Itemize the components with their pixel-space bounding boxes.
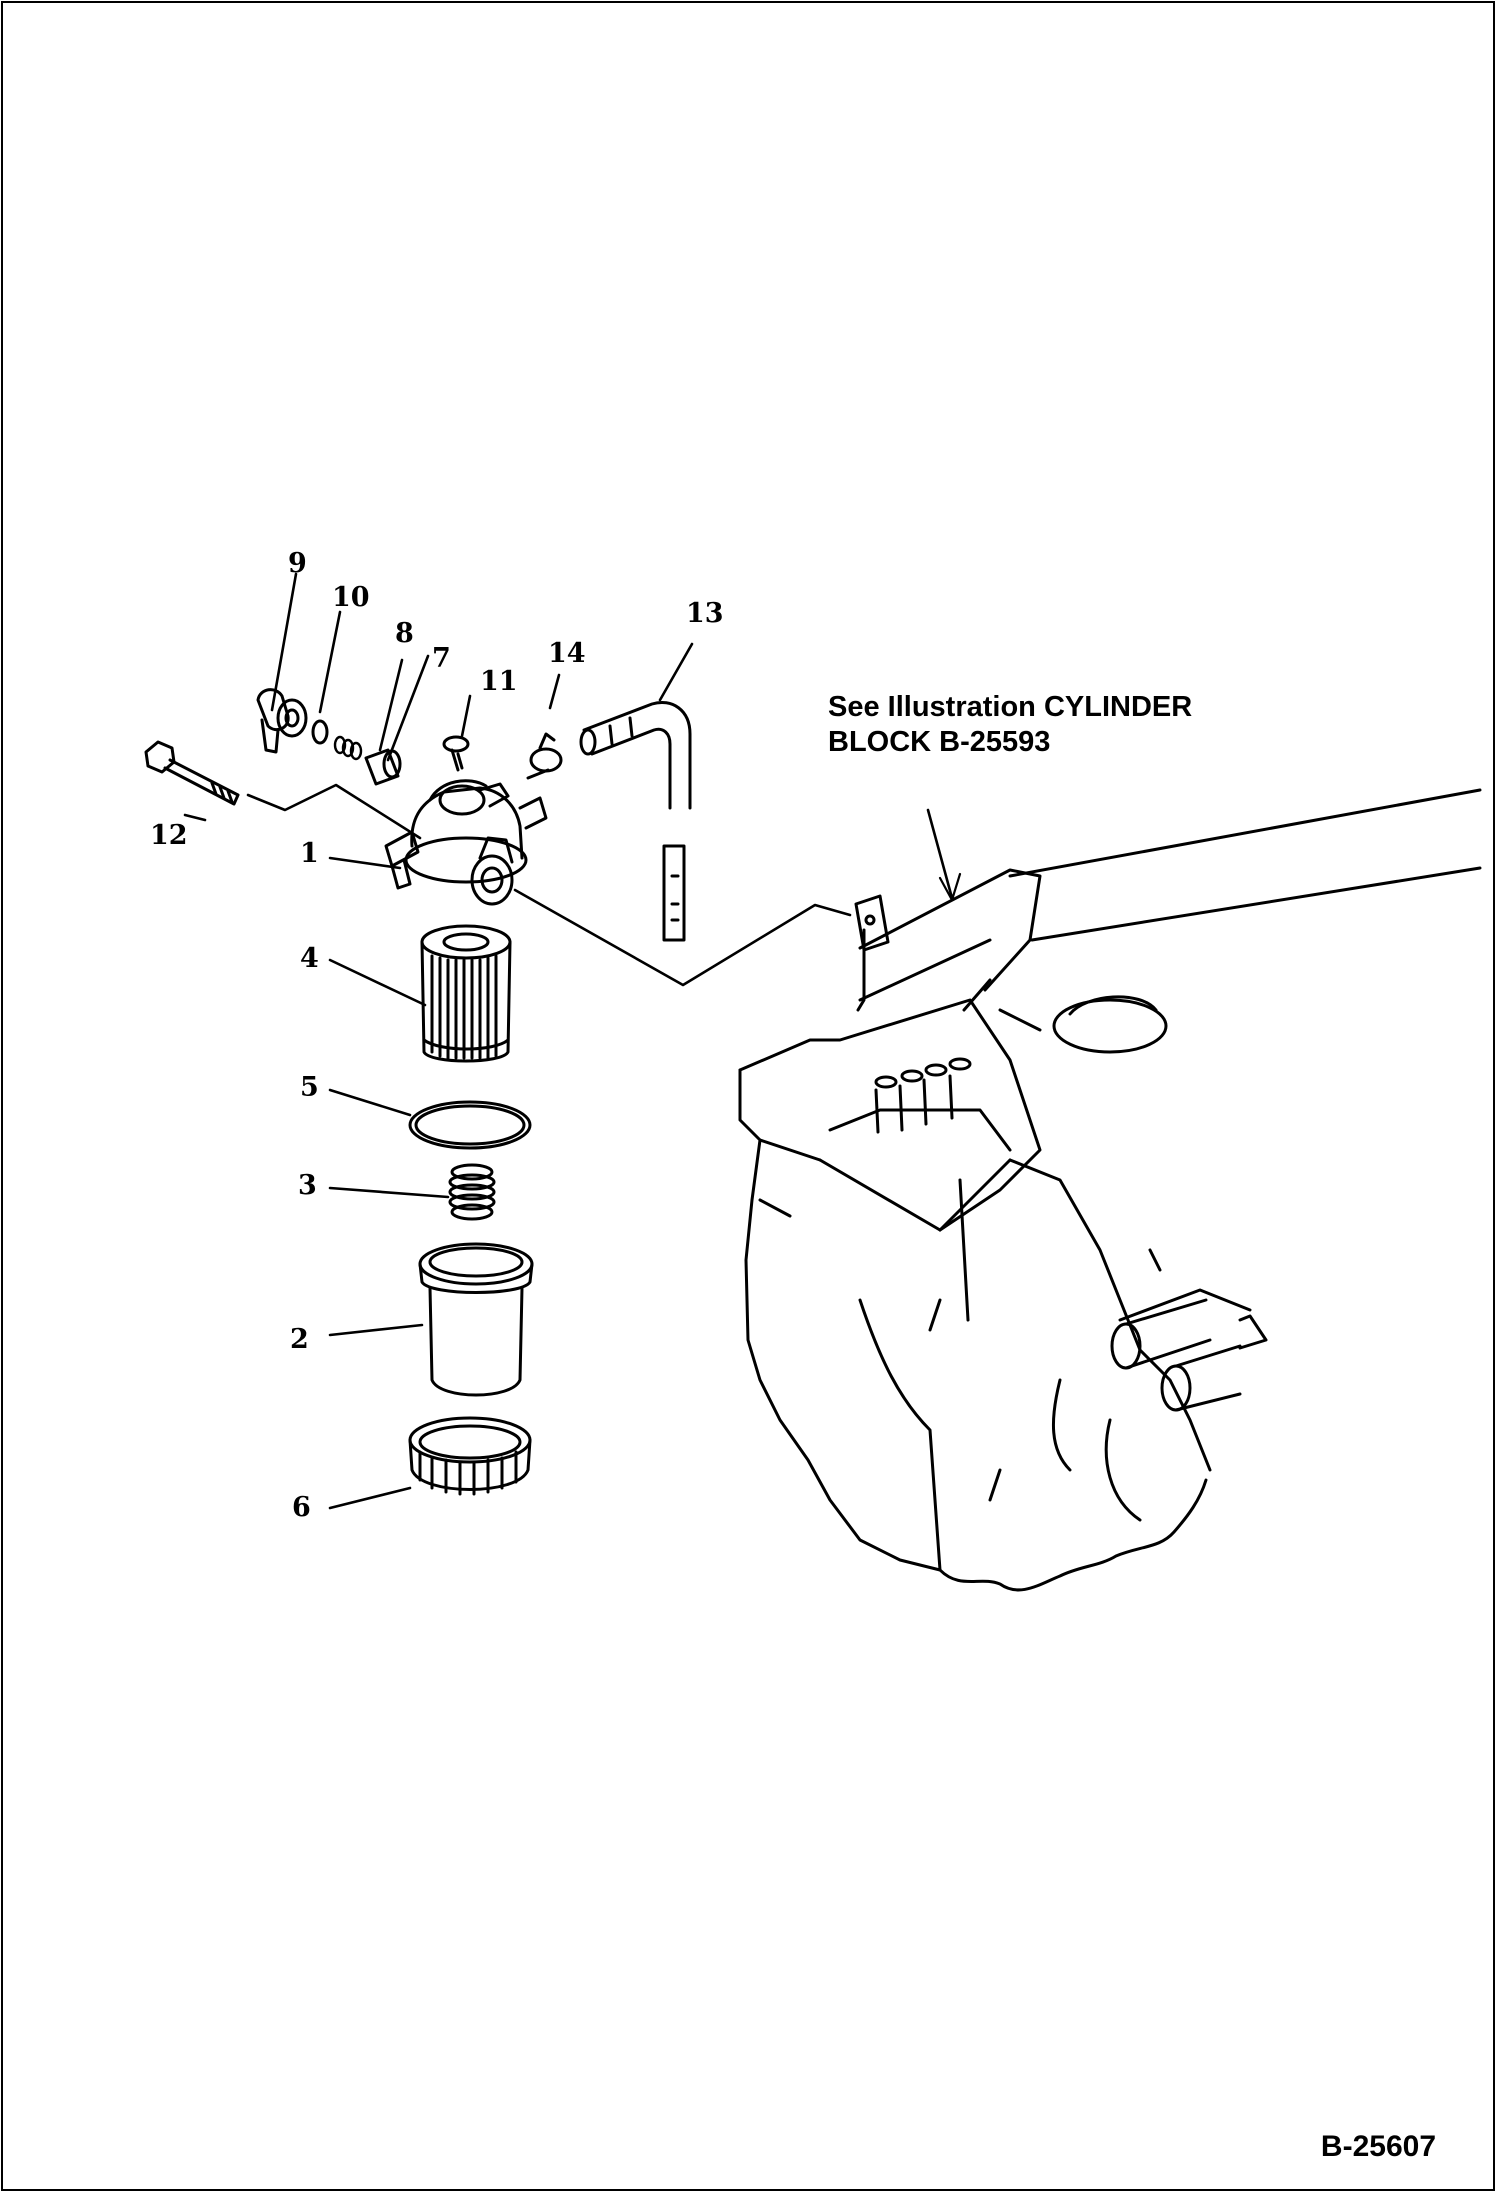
engine-block-outline bbox=[738, 788, 1482, 1592]
leader-lines bbox=[183, 572, 962, 1510]
valve-part bbox=[364, 748, 402, 786]
callout-6: 6 bbox=[292, 1492, 311, 1523]
hose-part bbox=[579, 701, 692, 942]
callout-12: 12 bbox=[150, 820, 188, 851]
screw-part bbox=[442, 735, 470, 772]
retaining-ring-part bbox=[408, 1416, 532, 1496]
banjo-fitting-part bbox=[256, 688, 308, 754]
callout-3: 3 bbox=[298, 1170, 317, 1201]
small-spring-part bbox=[333, 735, 363, 761]
clamp-part bbox=[526, 732, 563, 780]
callout-10: 10 bbox=[332, 582, 370, 613]
bowl-part bbox=[418, 1242, 534, 1397]
callout-4: 4 bbox=[300, 943, 319, 974]
reference-note-line2: BLOCK B-25593 bbox=[828, 725, 1051, 758]
callout-13: 13 bbox=[686, 598, 724, 629]
callout-5: 5 bbox=[300, 1072, 319, 1103]
callout-1: 1 bbox=[300, 838, 319, 869]
reference-note: See Illustration CYLINDER BLOCK B-25593 bbox=[828, 690, 1192, 760]
callout-9: 9 bbox=[288, 548, 307, 579]
large-oring-part bbox=[408, 1100, 532, 1150]
callout-7: 7 bbox=[432, 643, 451, 674]
callout-11: 11 bbox=[480, 666, 518, 697]
reference-note-line1: See Illustration CYLINDER bbox=[828, 691, 1193, 723]
filter-head-part bbox=[384, 779, 548, 906]
bolt-part bbox=[144, 740, 240, 806]
oring-part bbox=[311, 719, 329, 745]
callout-2: 2 bbox=[290, 1324, 309, 1355]
drawing-number: B-25607 bbox=[1320, 2130, 1436, 2163]
callout-8: 8 bbox=[395, 618, 414, 649]
spring-part bbox=[448, 1163, 496, 1221]
filter-element-part bbox=[420, 924, 512, 1063]
callout-14: 14 bbox=[548, 638, 586, 669]
